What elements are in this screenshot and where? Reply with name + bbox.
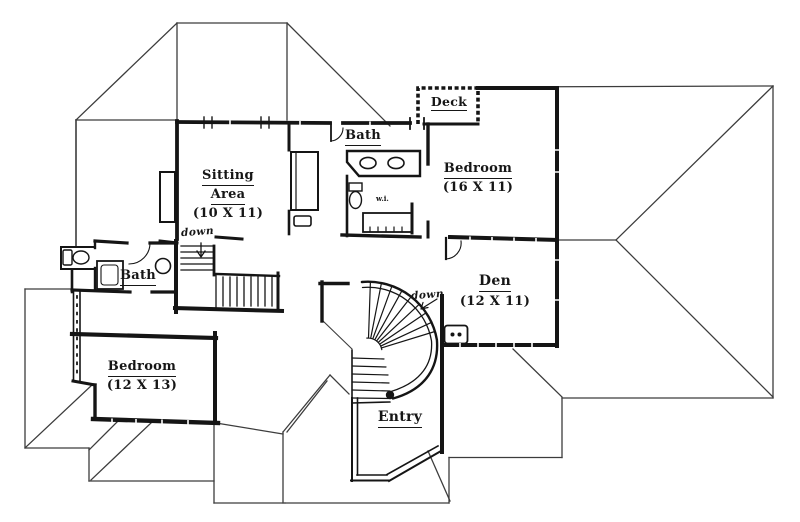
deck-name: Deck bbox=[430, 93, 468, 112]
curved-stairs bbox=[351, 280, 439, 404]
room-label-deck: Deck bbox=[428, 93, 470, 112]
sitting-area-name-line1: Sitting bbox=[202, 167, 254, 186]
room-label-bath-lower: Bath bbox=[114, 267, 162, 286]
down-annotation-main-stair: down bbox=[410, 287, 445, 303]
entry-name: Entry bbox=[377, 408, 423, 429]
bedroom-upper-name: Bedroom bbox=[443, 160, 513, 179]
deck-rail bbox=[416, 86, 480, 124]
doors-and-windows bbox=[128, 116, 469, 345]
room-label-entry: Entry bbox=[371, 408, 429, 429]
room-label-den: Den (12 X 11) bbox=[458, 272, 532, 312]
den-dims: (12 X 11) bbox=[459, 294, 531, 310]
roof-lines bbox=[24, 22, 774, 504]
bedroom-lower-dims: (12 X 13) bbox=[106, 377, 178, 393]
den-name: Den bbox=[478, 272, 512, 293]
down-annotation-back-stair: down bbox=[180, 224, 215, 240]
bath-upper-name: Bath bbox=[344, 127, 382, 146]
wall-hatch-ticks bbox=[111, 120, 559, 425]
fixtures bbox=[60, 149, 422, 290]
room-label-bedroom-upper: Bedroom (16 X 11) bbox=[438, 160, 518, 197]
room-label-bedroom-lower: Bedroom (12 X 13) bbox=[100, 358, 184, 395]
bath-lower-name: Bath bbox=[119, 267, 157, 286]
bedroom-upper-dims: (16 X 11) bbox=[442, 179, 514, 195]
room-label-bath-upper: Bath bbox=[340, 127, 386, 146]
walk-in-annotation: w.i. bbox=[376, 194, 389, 203]
sitting-area-name-line2: Area bbox=[210, 186, 246, 205]
room-label-sitting-area: Sitting Area (10 X 11) bbox=[192, 167, 264, 223]
sitting-area-dims: (10 X 11) bbox=[192, 205, 264, 221]
back-stairs bbox=[180, 242, 273, 309]
bedroom-lower-name: Bedroom bbox=[107, 358, 177, 377]
